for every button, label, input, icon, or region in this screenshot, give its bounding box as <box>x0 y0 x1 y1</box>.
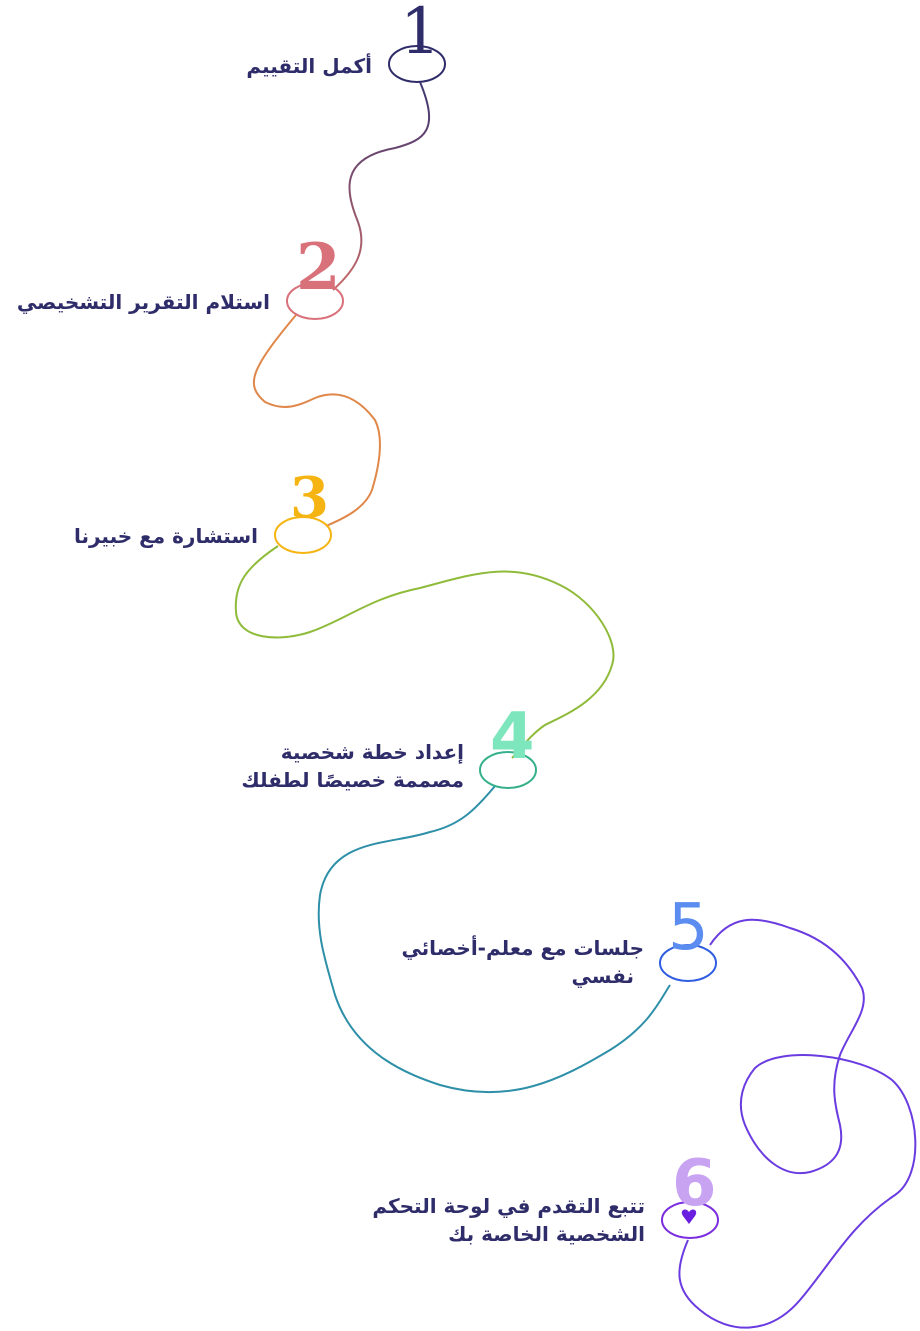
path-segment-5-6 <box>678 918 917 1329</box>
path-segment-2-3 <box>252 314 381 527</box>
path-segment-3-4 <box>234 545 615 759</box>
heart-icon <box>681 1209 697 1224</box>
step-3-label: استشارة مع خبيرنا <box>73 524 258 548</box>
step-6-label-line2: الشخصية الخاصة بك <box>448 1222 645 1246</box>
step-6-number: 6 <box>672 1147 717 1221</box>
step-5-circle <box>659 944 717 982</box>
path-segment-4-5 <box>317 785 671 1094</box>
step-2-number: 2 <box>296 230 341 305</box>
step-3-circle <box>274 516 332 554</box>
path-segment-1-2 <box>332 81 430 291</box>
step-4-label-line2: مصممة خصيصًا لطفلك <box>241 768 464 792</box>
step-2-circle <box>286 282 344 320</box>
step-5-number: 5 <box>668 891 709 965</box>
step-6-label: تتبع التقدم في لوحة التحكم الشخصية الخاص… <box>372 1192 645 1248</box>
step-6-circle <box>661 1201 719 1239</box>
step-4-number: 4 <box>490 700 535 774</box>
step-4-label: إعداد خطة شخصية مصممة خصيصًا لطفلك <box>241 738 464 794</box>
step-4-label-line1: إعداد خطة شخصية <box>280 740 464 764</box>
step-5-label-line2: نفسي <box>571 964 635 988</box>
step-1-label: أكمل التقييم <box>246 54 372 78</box>
step-5-label: جلسات مع معلم-أخصائي نفسي <box>401 934 644 990</box>
step-1-number: 1 <box>400 0 441 69</box>
step-3-number: 3 <box>290 465 329 531</box>
step-2-label: استلام التقرير التشخيصي <box>16 290 270 314</box>
step-5-label-line1: جلسات مع معلم-أخصائي <box>401 936 644 960</box>
step-6-label-line1: تتبع التقدم في لوحة التحكم <box>372 1194 645 1218</box>
step-1-circle <box>388 45 446 83</box>
step-4-circle <box>479 751 537 789</box>
